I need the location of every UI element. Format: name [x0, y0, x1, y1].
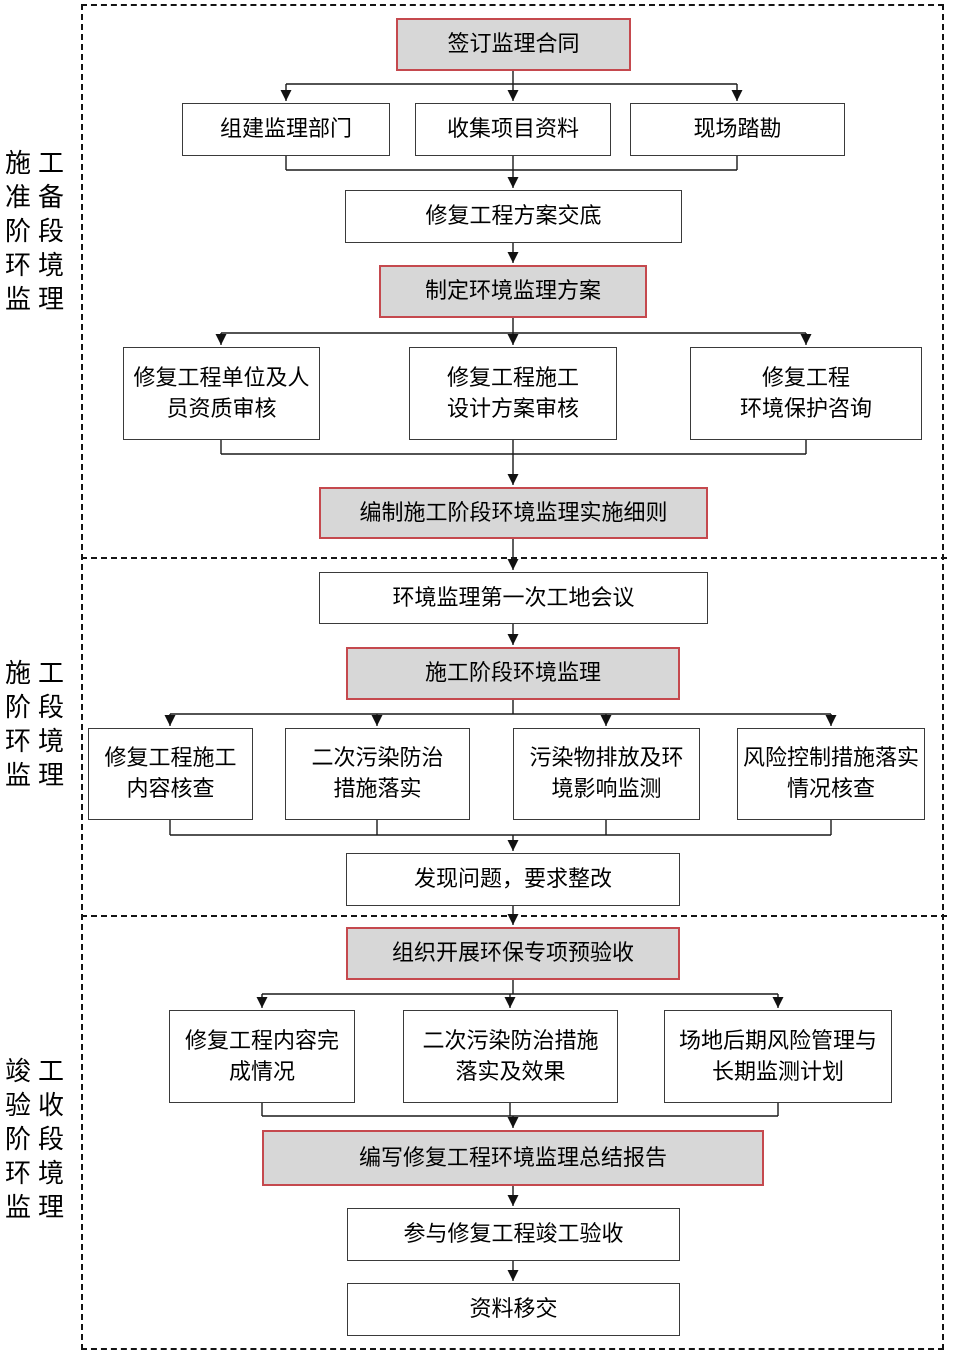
connectors-section-3	[256, 980, 784, 1281]
node-first-site-meeting: 环境监理第一次工地会议	[319, 572, 708, 624]
node-secondary-pollution-prevention: 二次污染防治 措施落实	[285, 728, 470, 820]
node-site-survey: 现场踏勘	[630, 103, 845, 156]
node-completion-status: 修复工程内容完 成情况	[169, 1010, 355, 1103]
node-qualification-review: 修复工程单位及人 员资质审核	[123, 347, 320, 440]
node-find-issues-require-rectification: 发现问题，要求整改	[346, 853, 680, 906]
node-construction-content-check: 修复工程施工 内容核查	[88, 728, 253, 820]
stage-label-acceptance: 竣工 验收 阶段 环境 监理	[4, 1056, 71, 1222]
section-separator-1	[81, 557, 947, 559]
node-sign-supervision-contract: 签订监理合同	[396, 18, 631, 71]
node-env-protection-consulting: 修复工程 环境保护咨询	[690, 347, 922, 440]
node-design-scheme-review: 修复工程施工 设计方案审核	[409, 347, 617, 440]
connectors-section-2	[164, 624, 837, 925]
node-post-risk-management-monitoring: 场地后期风险管理与 长期监测计划	[664, 1010, 892, 1103]
node-pollution-measures-effect: 二次污染防治措施 落实及效果	[403, 1010, 618, 1103]
dashed-outer-frame	[81, 4, 944, 1350]
node-construction-stage-supervision: 施工阶段环境监理	[346, 647, 680, 700]
node-emission-impact-monitoring: 污染物排放及环 境影响监测	[513, 728, 700, 820]
node-env-special-pre-acceptance: 组织开展环保专项预验收	[346, 927, 680, 980]
stage-label-construction: 施工 阶段 环境 监理	[4, 658, 71, 790]
stage-label-preparation: 施工 准备 阶段 环境 监理	[4, 148, 71, 314]
node-risk-control-check: 风险控制措施落实 情况核查	[737, 728, 925, 820]
node-final-completion-acceptance: 参与修复工程竣工验收	[347, 1208, 680, 1261]
node-remediation-plan-briefing: 修复工程方案交底	[345, 190, 682, 243]
node-collect-project-data: 收集项目资料	[415, 103, 611, 156]
connectors-section-1	[215, 71, 812, 570]
node-form-supervision-department: 组建监理部门	[182, 103, 390, 156]
node-make-env-supervision-plan: 制定环境监理方案	[379, 265, 647, 318]
node-compile-implementation-rules: 编制施工阶段环境监理实施细则	[319, 487, 708, 539]
node-data-handover: 资料移交	[347, 1283, 680, 1336]
node-write-summary-report: 编写修复工程环境监理总结报告	[262, 1130, 764, 1186]
